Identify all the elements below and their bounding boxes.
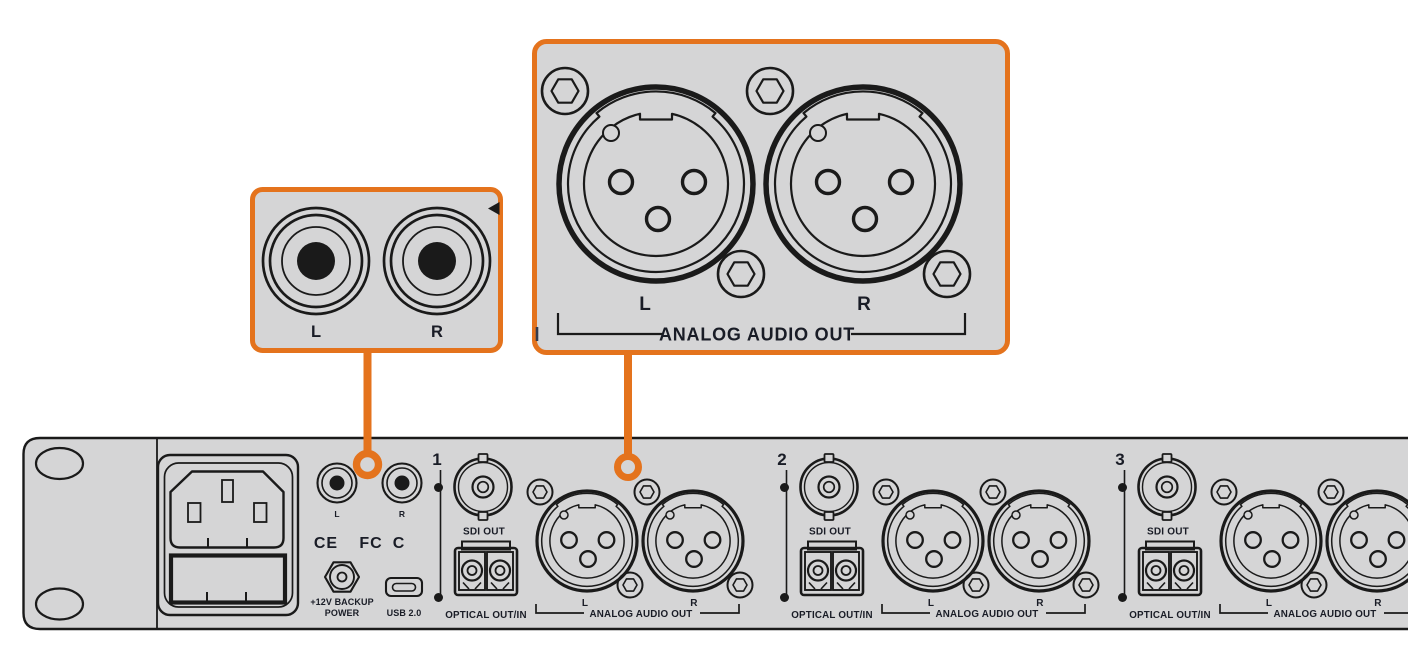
rcm-mark: C [393, 535, 406, 552]
callout-rca-right-label: R [431, 323, 443, 341]
rack-ear-hole-top [34, 446, 85, 481]
section-1-analog-label: ANALOG AUDIO OUT [590, 609, 693, 620]
section-2-xlr-left-label: L [928, 598, 934, 609]
divider-marker-icon [488, 202, 500, 215]
section-3-number: 3 [1115, 450, 1124, 469]
xlr-leader-ring [614, 453, 642, 481]
section-3-analog-label: ANALOG AUDIO OUT [1274, 609, 1377, 620]
callout-analog-bracket [556, 313, 967, 336]
callout-xlr-left-label: L [639, 294, 651, 315]
usb-connector-icon [384, 576, 424, 598]
section-2-xlr-right-label: R [1036, 598, 1044, 609]
section-1-sdi-label: SDI OUT [463, 527, 505, 538]
rear-panel: L R CE FC C +12V BACKUP POWER USB 2.0 1 … [22, 436, 1408, 631]
chassis-body [22, 436, 1408, 631]
section-1-xlr-left-label: L [582, 598, 588, 609]
section-2-optical-label: OPTICAL OUT/IN [791, 610, 873, 621]
callout-analog-label: ANALOG AUDIO OUT [659, 325, 855, 345]
section-1-xlr-right-label: R [690, 598, 698, 609]
panel-rca-right-label: R [399, 509, 405, 519]
section-3-xlr-right-label: R [1374, 598, 1382, 609]
section-3-optical-label: OPTICAL OUT/IN [1129, 610, 1211, 621]
panel-rca-left-label: L [334, 509, 339, 519]
section-2-sdi-label: SDI OUT [809, 527, 851, 538]
rca-callout-box: L R [250, 187, 503, 480]
callout-xlr-right-label: R [857, 294, 871, 315]
rack-ear-hole-bottom [34, 587, 85, 621]
ce-mark: CE [314, 535, 338, 552]
iec-power-inlet-icon [156, 453, 300, 617]
section-2-number: 2 [777, 450, 786, 469]
dc-power-connector-icon [323, 561, 361, 593]
backup-power-label-line2: POWER [325, 608, 360, 618]
section-3-xlr-left-label: L [1266, 598, 1272, 609]
callout-rca-left-label: L [311, 323, 321, 341]
section-3-sdi-label: SDI OUT [1147, 527, 1189, 538]
fcc-mark: FC [359, 535, 382, 552]
rca-leader-ring [352, 449, 383, 480]
section-1-number: 1 [432, 450, 441, 469]
xlr-callout-box: L R ANALOG AUDIO OUT [532, 39, 1010, 481]
usb-label: USB 2.0 [387, 608, 422, 618]
section-2-analog-label: ANALOG AUDIO OUT [936, 609, 1039, 620]
fuse-drawer [168, 553, 288, 605]
section-1-optical-label: OPTICAL OUT/IN [445, 610, 527, 621]
backup-power-label-line1: +12V BACKUP [310, 597, 373, 607]
